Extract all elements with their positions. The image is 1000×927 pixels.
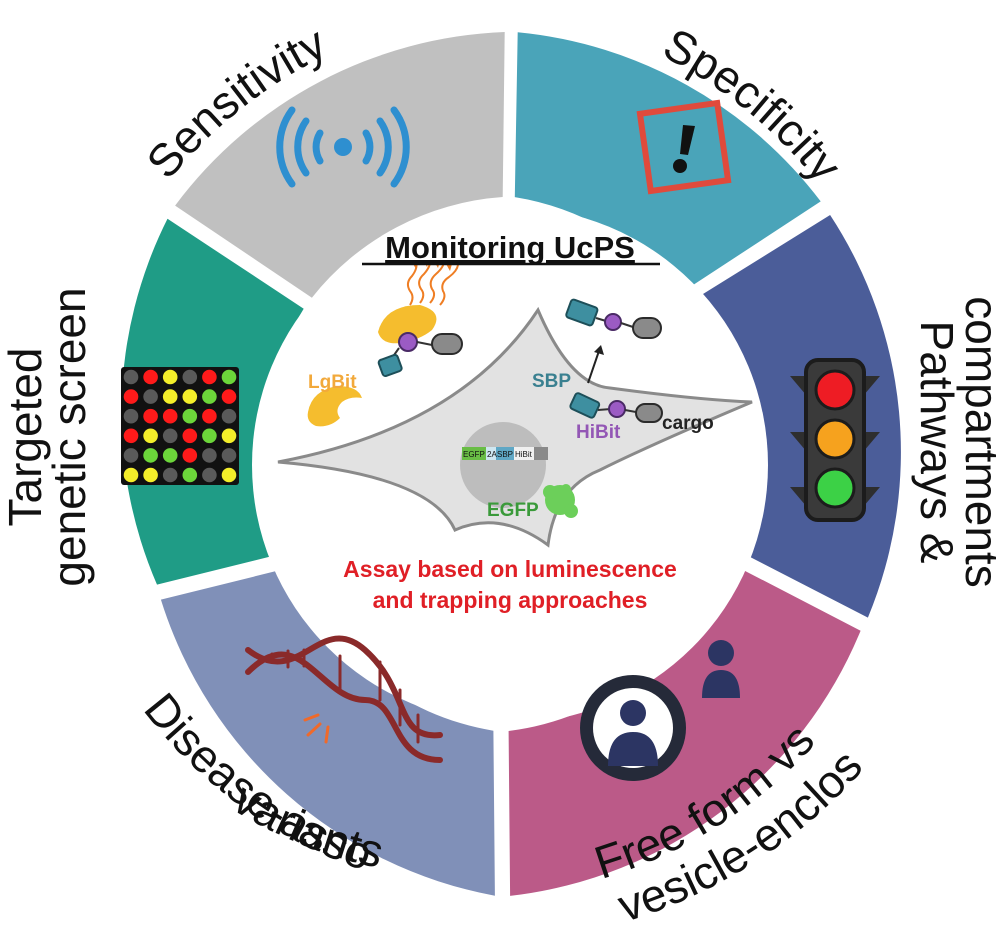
egfp-protein bbox=[543, 484, 578, 518]
center-subtitle-line1: Assay based on luminescence bbox=[343, 556, 677, 582]
grid-well bbox=[123, 448, 139, 463]
cargo-label: cargo bbox=[662, 413, 714, 434]
reporter-complex-membrane bbox=[569, 345, 663, 423]
egfp-label: EGFP bbox=[487, 500, 539, 521]
segment-sensitivity bbox=[175, 32, 505, 298]
grid-well bbox=[182, 369, 198, 385]
grid-well bbox=[202, 467, 217, 483]
grid-well bbox=[221, 369, 237, 385]
grid-well bbox=[162, 389, 178, 404]
grid-well bbox=[202, 369, 217, 385]
center-title: Monitoring UcPS bbox=[385, 230, 635, 265]
person-in-vesicle-icon bbox=[580, 640, 740, 781]
grid-well bbox=[162, 369, 178, 385]
mutation-spark-icon bbox=[303, 713, 330, 744]
label-pathways-line1: Pathways & bbox=[911, 321, 963, 564]
construct-sbp-label: SBP bbox=[497, 450, 513, 459]
grid-well bbox=[143, 467, 158, 483]
construct-hibit-label: HiBit bbox=[515, 450, 533, 459]
grid-well bbox=[182, 428, 198, 444]
segment-specificity bbox=[514, 32, 821, 294]
grid-well bbox=[162, 408, 178, 424]
grid-well bbox=[202, 428, 217, 444]
grid-well bbox=[221, 428, 237, 444]
lgbit-label: LgBit bbox=[308, 372, 357, 393]
grid-well bbox=[182, 408, 198, 424]
grid-well bbox=[143, 408, 158, 424]
grid-well bbox=[162, 448, 178, 463]
cell-illustration: EGFP 2A SBP HiBit bbox=[277, 259, 753, 548]
grid-well bbox=[143, 428, 158, 444]
construct-2a-label: 2A bbox=[487, 450, 497, 459]
grid-well bbox=[202, 389, 217, 404]
grid-well bbox=[221, 448, 237, 463]
dna-mutation-icon bbox=[245, 635, 443, 763]
grid-well bbox=[221, 389, 237, 404]
grid-well bbox=[143, 369, 158, 385]
center-subtitle-line2: and trapping approaches bbox=[373, 587, 648, 613]
grid-well bbox=[182, 389, 198, 404]
lgbit-protein bbox=[307, 386, 362, 427]
label-genetic-line2: genetic screen bbox=[43, 287, 95, 586]
nucleus bbox=[460, 422, 546, 508]
traffic-light-icon bbox=[790, 358, 880, 522]
wireless-signal-icon bbox=[276, 106, 410, 188]
grid-well bbox=[123, 408, 139, 424]
grid-well bbox=[221, 408, 237, 424]
exclamation-warning-icon bbox=[636, 99, 732, 195]
grid-well bbox=[182, 448, 198, 463]
lgbit-bound-complex bbox=[377, 259, 463, 378]
grid-well bbox=[182, 467, 198, 483]
construct-bar: EGFP 2A SBP HiBit bbox=[462, 447, 548, 460]
sbp-label: SBP bbox=[532, 371, 571, 392]
grid-well bbox=[143, 389, 158, 404]
construct-egfp-label: EGFP bbox=[463, 450, 485, 459]
screening-grid-icon bbox=[121, 367, 239, 485]
grid-well bbox=[221, 467, 237, 483]
label-genetic-line1: Targeted bbox=[0, 347, 51, 526]
hibit-label: HiBit bbox=[576, 422, 621, 443]
grid-well bbox=[123, 428, 139, 444]
grid-well bbox=[162, 467, 178, 483]
reporter-complex-released bbox=[565, 298, 662, 339]
grid-well bbox=[202, 408, 217, 424]
label-pathways-line2: compartments bbox=[956, 296, 1000, 587]
grid-well bbox=[123, 389, 139, 404]
grid-well bbox=[162, 428, 178, 444]
grid-well bbox=[123, 369, 139, 385]
grid-well bbox=[123, 467, 139, 483]
grid-well bbox=[202, 448, 217, 463]
grid-well bbox=[143, 448, 158, 463]
